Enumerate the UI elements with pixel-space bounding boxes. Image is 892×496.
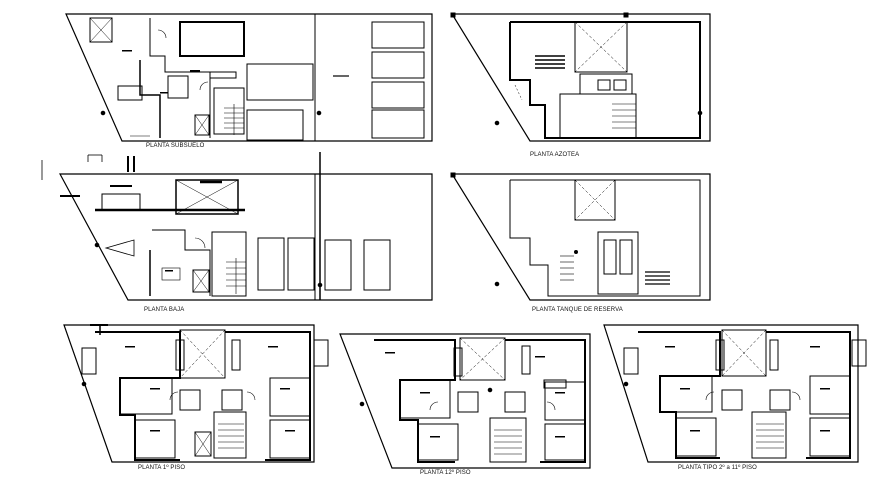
caption-planta-1-piso: PLANTA 1º PISO — [138, 465, 186, 471]
plan-baja — [41, 152, 433, 301]
caption-planta-tanque: PLANTA TANQUE DE RESERVA — [532, 307, 623, 313]
caption-planta-subsuelo: PLANTA SUBSUELO — [146, 143, 205, 149]
plan-azotea — [450, 12, 711, 142]
plan-tanque — [450, 172, 711, 301]
plan-piso1 — [63, 324, 329, 463]
caption-planta-tipo: PLANTA TIPO 2º a 11º PISO — [678, 465, 757, 471]
caption-planta-baja: PLANTA BAJA — [144, 307, 185, 313]
plan-tipo — [603, 324, 867, 463]
plan-subsuelo — [65, 13, 433, 142]
plan-piso12 — [339, 333, 591, 469]
caption-planta-azotea: PLANTA AZOTEA — [530, 152, 580, 158]
caption-planta-12-piso: PLANTA 12º PISO — [420, 470, 471, 476]
